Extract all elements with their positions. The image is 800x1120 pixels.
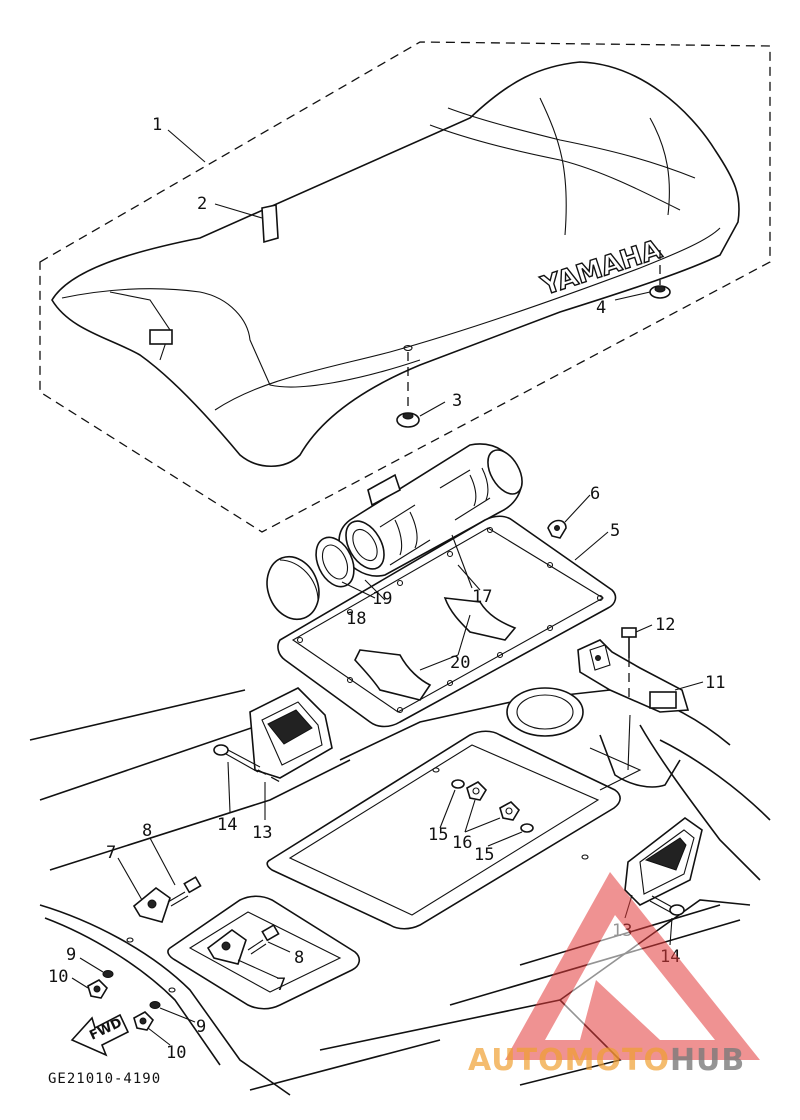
watermark-text: AUTOMOTOHUB: [468, 1043, 745, 1078]
damper-3: [396, 352, 420, 428]
watermark-auto: AUTO: [468, 1043, 565, 1078]
clip-6: [547, 519, 567, 539]
callout-7b: 7: [276, 975, 286, 995]
callout-2: 2: [197, 194, 207, 214]
callout-17: 17: [472, 587, 492, 607]
nut-10b: [133, 1011, 155, 1031]
callout-18: 18: [346, 609, 366, 629]
pad-20a: [354, 649, 432, 701]
hinge-7a: [132, 886, 171, 923]
hull-deck: [29, 687, 771, 1096]
watermark-moto: MOTO: [565, 1043, 670, 1078]
cap-18: [266, 555, 320, 621]
nut-10a: [87, 979, 109, 999]
seat-assembly-boundary: [39, 41, 771, 533]
hinge-7b: [206, 929, 247, 965]
tray-5: [277, 515, 617, 728]
callout-4: 4: [596, 298, 606, 318]
callout-3: 3: [452, 391, 462, 411]
callout-9b: 9: [196, 1017, 206, 1037]
screw-14a: [213, 744, 283, 784]
leader-lines: [71, 129, 704, 1046]
callout-14a: 14: [217, 815, 237, 835]
callout-11: 11: [705, 673, 725, 693]
diagram-code: GE21010-4190: [48, 1071, 161, 1087]
callout-20: 20: [450, 653, 470, 673]
bracket-13a: [249, 687, 333, 779]
washer-9b: [149, 1001, 161, 1009]
bolt-8a: [167, 876, 202, 907]
pad-20b: [443, 597, 517, 641]
callout-19: 19: [372, 589, 392, 609]
watermark: AUTOMOTOHUB: [468, 872, 760, 1078]
callout-16: 16: [452, 833, 472, 853]
callout-6: 6: [590, 484, 600, 504]
seat-tag: [261, 204, 279, 244]
callout-5: 5: [610, 521, 620, 541]
damper-4: [649, 250, 671, 299]
callout-8b: 8: [294, 948, 304, 968]
washer-15b: [520, 823, 534, 833]
callout-12: 12: [655, 615, 675, 635]
nut-16b: [499, 801, 521, 821]
callout-8a: 8: [142, 821, 152, 841]
callout-10b: 10: [166, 1043, 186, 1063]
bracket-13b: [624, 817, 703, 906]
callout-15b: 15: [474, 845, 494, 865]
callout-10a: 10: [48, 967, 68, 987]
nut-16a: [466, 781, 488, 801]
washer-9a: [102, 970, 114, 978]
watermark-hub: HUB: [670, 1043, 745, 1078]
forward-direction-arrow: FWD: [70, 1013, 130, 1057]
callout-9a: 9: [66, 945, 76, 965]
callout-15a: 15: [428, 825, 448, 845]
callout-1: 1: [152, 115, 162, 135]
washer-15a: [451, 779, 465, 789]
callout-13a: 13: [252, 823, 272, 843]
screw-14b: [649, 895, 685, 916]
o-ring-19: [315, 536, 355, 588]
bolt-12: [621, 627, 637, 700]
latch-11: [577, 639, 690, 713]
callout-7a: 7: [106, 843, 116, 863]
storage-container: [338, 443, 523, 577]
bolt-8b: [247, 924, 280, 955]
watermark-triangle-logo: [505, 872, 760, 1060]
